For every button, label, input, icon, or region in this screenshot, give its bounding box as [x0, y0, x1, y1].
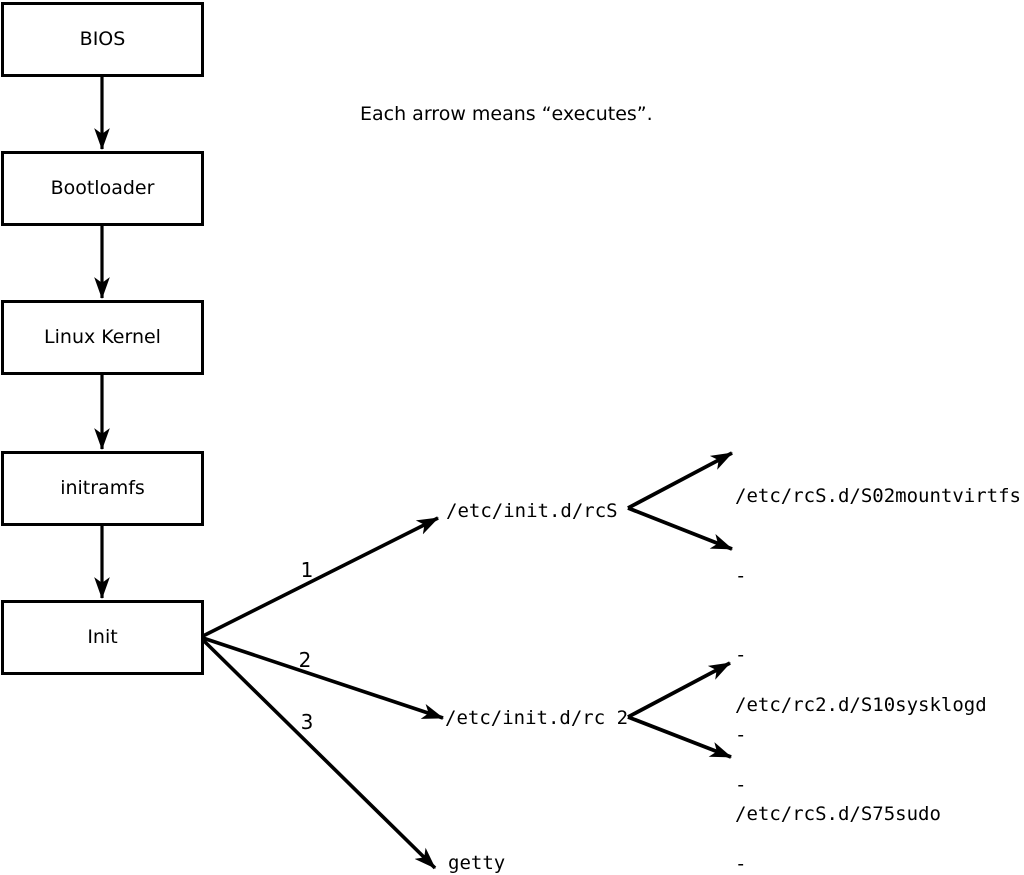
- list-rc2-scripts: /etc/rc2.d/S10sysklogd - - - /etc/rc2.d/…: [735, 639, 987, 875]
- box-initramfs-label: initramfs: [60, 477, 145, 499]
- list-line: -: [735, 723, 747, 746]
- fan-label-2: 2: [298, 648, 312, 672]
- list-line: -: [735, 564, 747, 587]
- list-line: /etc/rc2.d/S10sysklogd: [735, 694, 987, 716]
- arrow-init-to-getty: [201, 638, 437, 870]
- box-linux-kernel-label: Linux Kernel: [44, 326, 161, 348]
- fan-label-1: 1: [300, 558, 314, 582]
- list-line: -: [735, 644, 747, 666]
- box-bios-label: BIOS: [79, 28, 126, 50]
- arrow-init-to-rc2: [202, 636, 444, 720]
- list-rcS-scripts: /etc/rcS.d/S02mountvirtfs - - - /etc/rcS…: [735, 430, 1021, 875]
- box-init: Init: [1, 600, 204, 675]
- list-line: /etc/rcS.d/S75sudo: [735, 803, 941, 825]
- arrow-init-to-rcS: [202, 516, 439, 638]
- list-line: /etc/rcS.d/S02mountvirtfs: [735, 485, 1021, 507]
- box-initramfs: initramfs: [1, 451, 204, 526]
- note-arrow-meaning: Each arrow means “executes”.: [360, 103, 653, 125]
- label-rc2: /etc/init.d/rc 2: [445, 707, 629, 729]
- label-rcS: /etc/init.d/rcS: [446, 500, 618, 522]
- box-linux-kernel: Linux Kernel: [1, 300, 204, 375]
- label-getty: getty: [448, 852, 506, 874]
- box-bios: BIOS: [1, 2, 204, 77]
- box-init-label: Init: [87, 626, 118, 648]
- list-line: -: [735, 853, 747, 875]
- arrow-rc2-to-S99gdm: [627, 715, 732, 759]
- arrow-rc2-to-S10sysklogd: [627, 661, 731, 719]
- box-bootloader-label: Bootloader: [50, 177, 155, 199]
- arrow-rcS-to-S02mountvirtfs: [627, 451, 733, 510]
- arrow-rcS-to-S75sudo: [627, 506, 733, 551]
- box-bootloader: Bootloader: [1, 151, 204, 226]
- list-line: -: [735, 773, 747, 796]
- fan-label-3: 3: [300, 710, 314, 734]
